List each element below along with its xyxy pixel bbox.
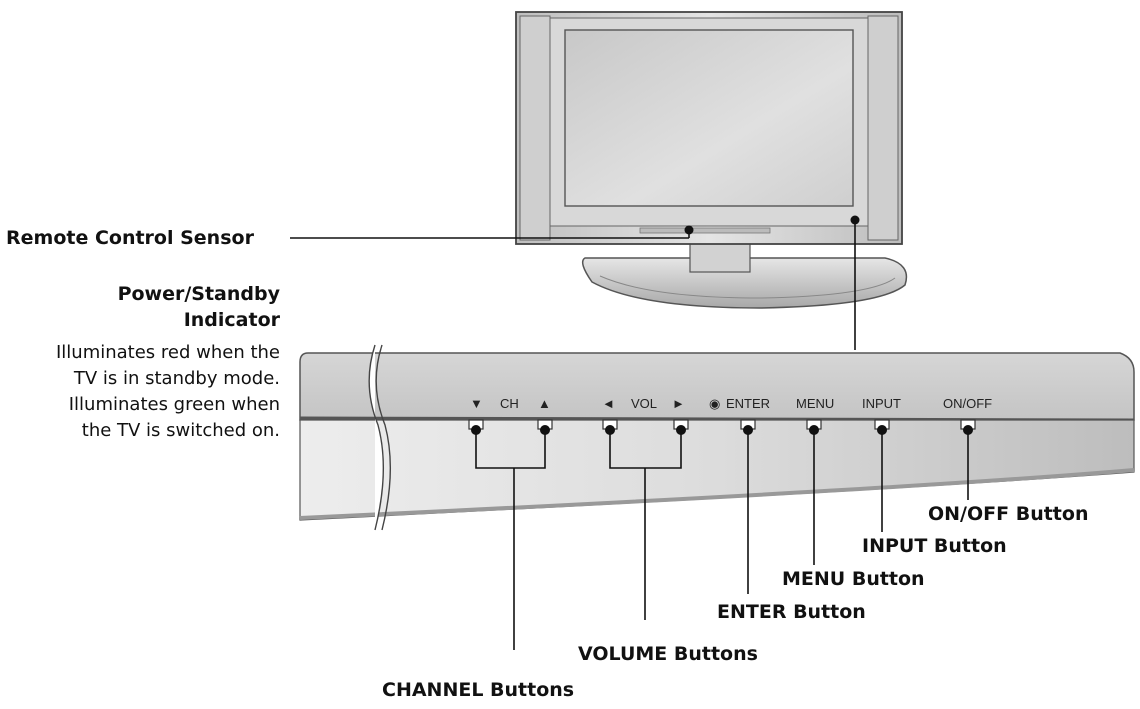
panel-ch-up: ▲ (538, 396, 551, 411)
tv-illustration (515, 11, 908, 309)
panel-vol-left: ◄ (602, 396, 615, 411)
panel-vol: VOL (631, 396, 657, 411)
panel-vol-right: ► (672, 396, 685, 411)
panel-ch: CH (500, 396, 519, 411)
label-channel-buttons: CHANNEL Buttons (382, 679, 575, 701)
label-indicator: Indicator (183, 309, 280, 331)
power-desc-line: Illuminates green when (68, 394, 280, 415)
label-volume-buttons: VOLUME Buttons (578, 643, 758, 665)
label-input-button: INPUT Button (862, 535, 1007, 557)
control-panel-illustration: ▼ CH ▲ ◄ VOL ► ◉ ENTER MENU INPUT ON/OFF (299, 344, 1135, 531)
power-desc-line: TV is in standby mode. (73, 368, 280, 389)
panel-ch-down: ▼ (470, 396, 483, 411)
panel-input: INPUT (862, 396, 901, 411)
label-menu-button: MENU Button (782, 568, 925, 590)
power-desc-line: Illuminates red when the (55, 342, 280, 363)
label-onoff-button: ON/OFF Button (928, 503, 1089, 525)
label-remote-control-sensor: Remote Control Sensor (6, 227, 254, 249)
panel-enter-symbol: ◉ (709, 396, 720, 411)
leader-lines (290, 220, 969, 650)
power-desc-line: the TV is switched on. (81, 420, 280, 441)
label-enter-button: ENTER Button (717, 601, 866, 623)
power-indicator-description: Illuminates red when the TV is in standb… (56, 340, 280, 444)
panel-onoff: ON/OFF (943, 396, 992, 411)
panel-enter: ENTER (726, 396, 770, 411)
panel-menu: MENU (796, 396, 834, 411)
label-power-standby: Power/Standby (117, 283, 280, 305)
